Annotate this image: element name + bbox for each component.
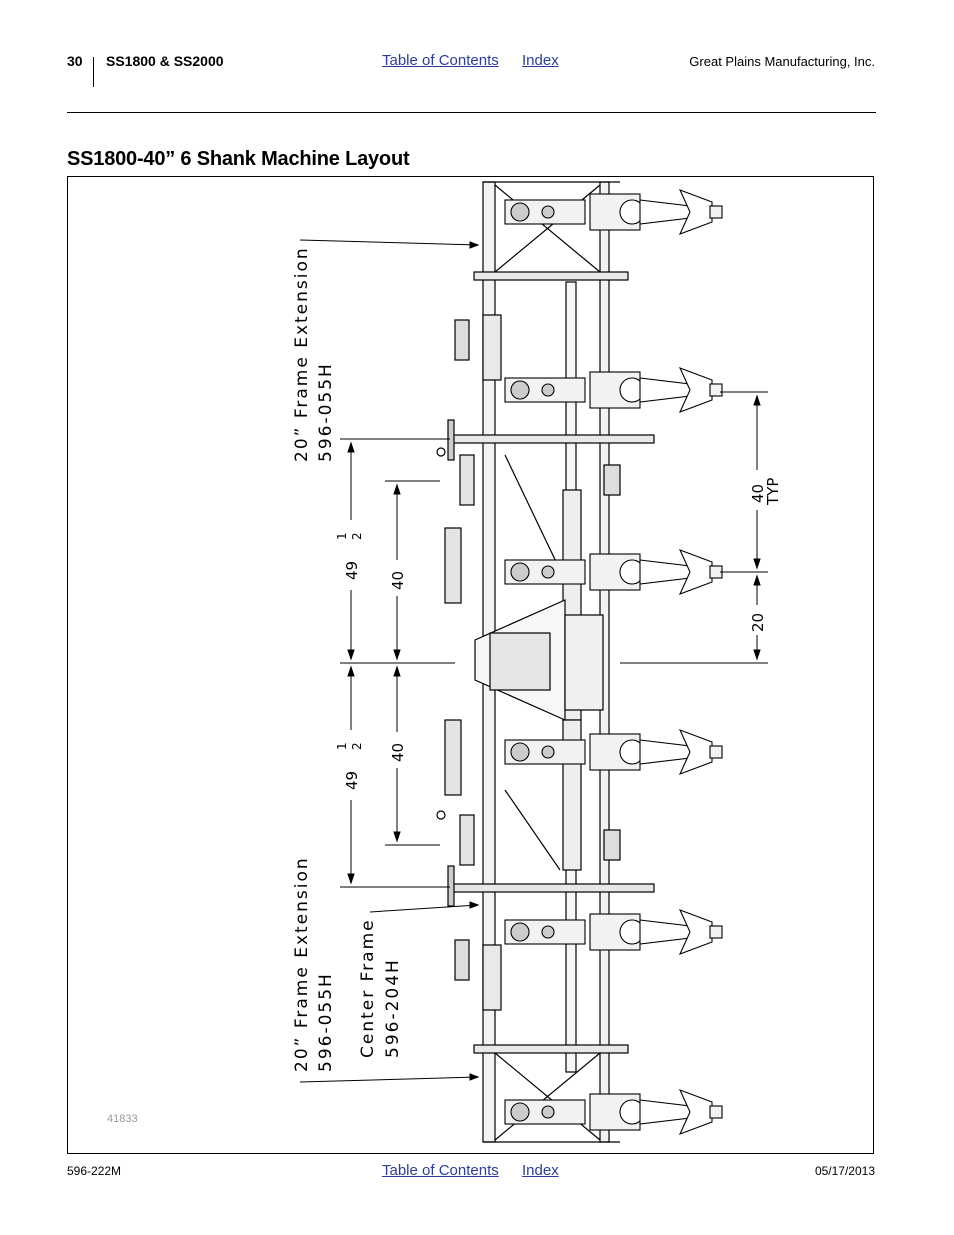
footer-date: 05/17/2013 [814, 1164, 875, 1178]
dim-40-typ: 40 [749, 484, 767, 503]
page-number: 30 [67, 53, 83, 69]
figure-frame [67, 176, 874, 1154]
center-frame-label: Center Frame [358, 918, 378, 1058]
dim-40-upper: 40 [389, 571, 407, 590]
dim-40-lower: 40 [389, 743, 407, 762]
dim-typ: TYP [764, 478, 782, 506]
footer-toc-link[interactable]: Table of Contents [382, 1162, 499, 1179]
header-index-link[interactable]: Index [522, 52, 559, 69]
dim-half-num-upper: 1 [335, 532, 349, 540]
dim-half-num-lower: 1 [335, 742, 349, 750]
machine-layout-drawing: 20” Frame Extension 596-055H 20” Frame E… [292, 181, 782, 1143]
dim-49-upper: 49 [343, 561, 361, 580]
header-toc-link[interactable]: Table of Contents [382, 52, 499, 69]
header-divider [93, 57, 94, 87]
top-extension-part: 596-055H [316, 362, 336, 462]
section-title: SS1800-40” 6 Shank Machine Layout [67, 148, 410, 170]
bottom-extension-part: 596-055H [316, 972, 336, 1072]
dim-20: 20 [749, 613, 767, 632]
top-extension-label: 20” Frame Extension [292, 246, 312, 462]
footer-index-link[interactable]: Index [522, 1162, 559, 1179]
header-rule [67, 112, 876, 113]
company-name: Great Plains Manufacturing, Inc. [689, 54, 875, 69]
dim-half-den-lower: 2 [350, 742, 364, 750]
bottom-extension-label: 20” Frame Extension [292, 856, 312, 1072]
document-title: SS1800 & SS2000 [106, 53, 224, 69]
footer-doc-number: 596-222M [67, 1164, 122, 1178]
center-frame-part: 596-204H [383, 958, 403, 1058]
figure-id: 41833 [107, 1113, 138, 1125]
dim-49-lower: 49 [343, 771, 361, 790]
dim-half-den-upper: 2 [350, 532, 364, 540]
